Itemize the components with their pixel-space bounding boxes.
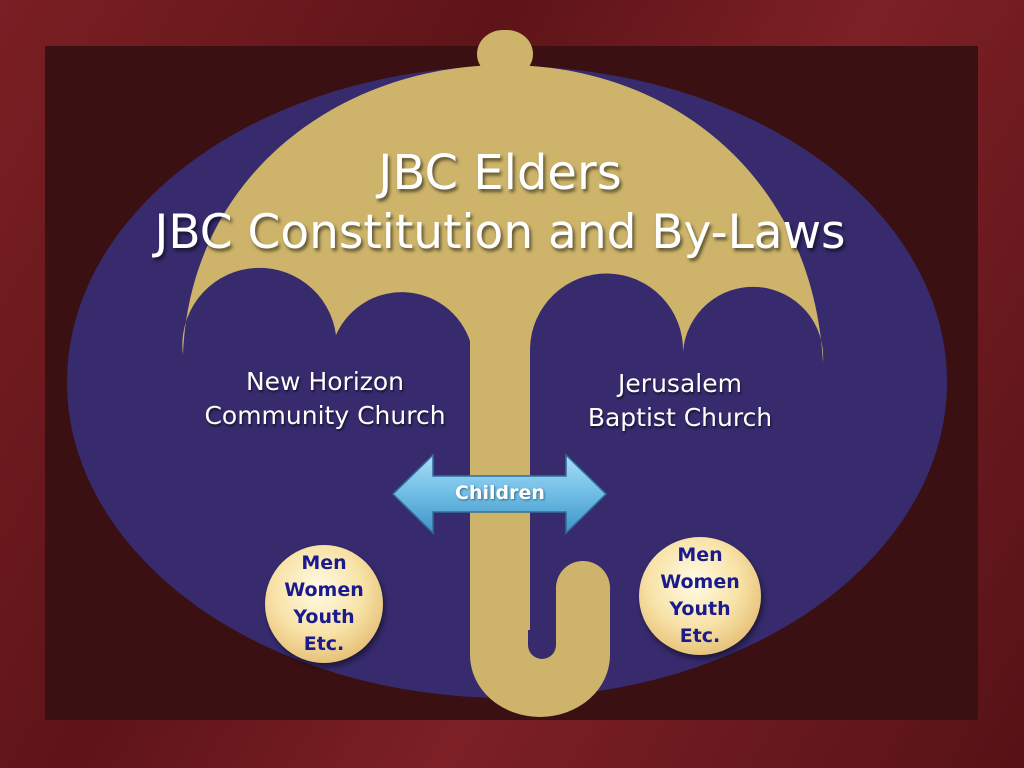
umbrella-icon xyxy=(182,30,824,717)
group-item: Men xyxy=(301,552,347,574)
church-label-new-horizon: New Horizon Community Church xyxy=(180,365,470,433)
church-name-line: Community Church xyxy=(204,401,446,430)
group-item: Etc. xyxy=(303,633,345,655)
group-item: Men xyxy=(677,544,723,566)
double-arrow-icon xyxy=(391,453,608,535)
ministry-groups-right: Men Women Youth Etc. xyxy=(639,537,761,655)
church-name-line: New Horizon xyxy=(245,367,405,396)
title-line-2: JBC Constitution and By-Laws xyxy=(154,205,846,260)
church-name-line: Baptist Church xyxy=(587,403,773,432)
group-item: Youth xyxy=(669,598,731,620)
church-name-line: Jerusalem xyxy=(618,369,742,398)
title-line-1: JBC Elders xyxy=(378,145,622,201)
church-label-jerusalem: Jerusalem Baptist Church xyxy=(560,367,800,435)
group-item: Etc. xyxy=(679,625,721,647)
ministry-groups-left: Men Women Youth Etc. xyxy=(265,545,383,663)
group-item: Women xyxy=(284,579,364,601)
group-item: Youth xyxy=(293,606,355,628)
group-item: Women xyxy=(660,571,740,593)
children-label: Children xyxy=(455,482,545,504)
